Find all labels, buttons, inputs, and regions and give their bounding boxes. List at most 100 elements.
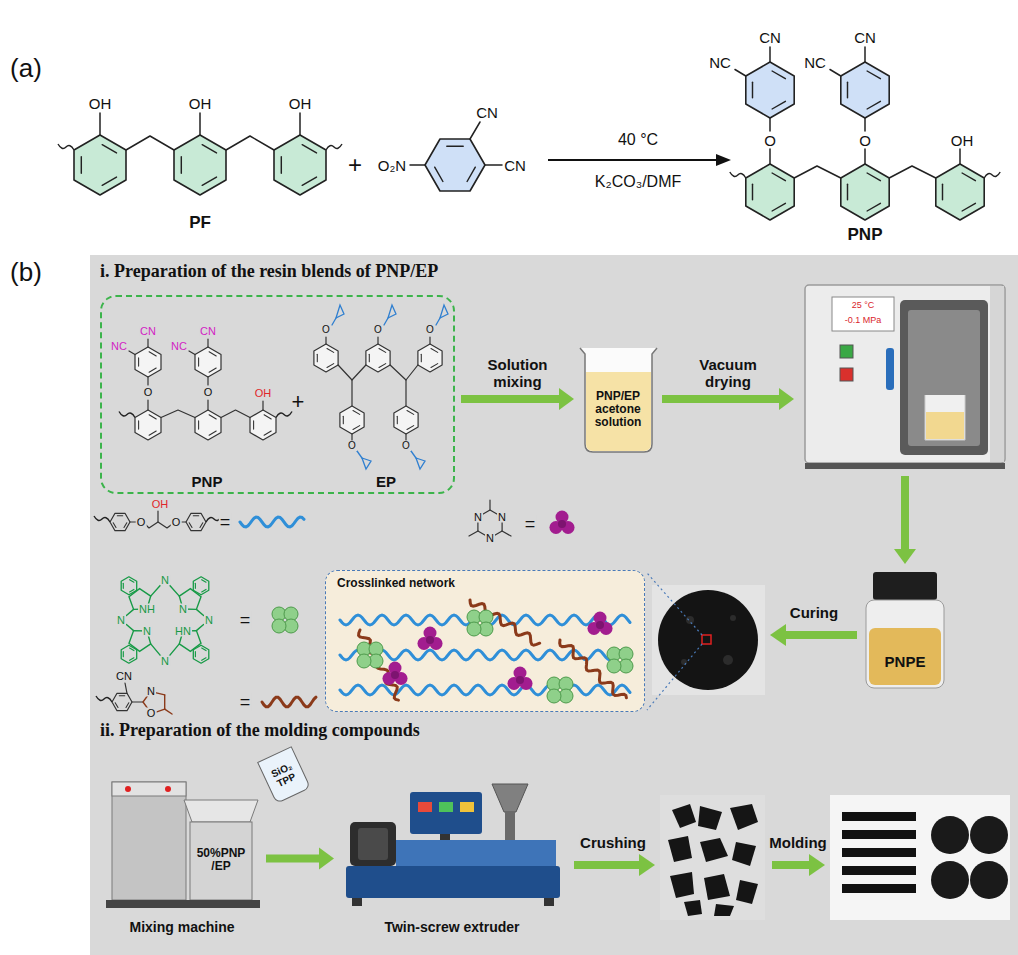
crushed-pellets-photo xyxy=(730,804,758,830)
atom-label: NC xyxy=(708,55,732,70)
crushed-pellets-photo xyxy=(704,874,730,900)
benzene-ring xyxy=(195,410,221,440)
chem-bond xyxy=(390,365,418,380)
chem-bond xyxy=(327,364,334,368)
molded-samples-photo xyxy=(931,816,969,854)
atom-label: O xyxy=(763,133,777,148)
crushed-pellets-photo xyxy=(698,806,722,830)
cured-sample-photo xyxy=(681,659,687,665)
extruder-drawing xyxy=(346,784,560,906)
mixing-machine: 50%PNP /EPMixing machine xyxy=(105,760,260,945)
cured-sample-photo xyxy=(730,615,736,621)
beaker: PNP/EP acetone solution xyxy=(580,345,656,453)
benzene-ring xyxy=(174,135,226,195)
chem-bond xyxy=(772,173,785,181)
chem-bond xyxy=(130,589,134,592)
triazine-symbol xyxy=(417,627,442,651)
phthalocyanine-symbol xyxy=(547,689,561,703)
triazine-symbol xyxy=(382,662,407,686)
chem-bond xyxy=(155,693,164,695)
chem-bond xyxy=(325,337,326,344)
cured-sample-photo xyxy=(647,573,702,635)
cured-sample-photo xyxy=(658,590,758,690)
chem-bond xyxy=(447,146,463,147)
chem-bond xyxy=(351,380,352,406)
atom-label: O xyxy=(401,441,411,451)
epoxide-ring xyxy=(388,305,396,318)
section-heading: ii. Preparation of the molding compounds xyxy=(100,721,420,741)
chem-bond xyxy=(129,351,135,355)
node-label: + xyxy=(292,390,305,414)
chem-bond xyxy=(209,368,216,372)
chem-bond xyxy=(202,648,206,651)
cured-sample-photo xyxy=(647,573,765,710)
atom-label: O xyxy=(171,517,182,528)
cured-sample-photo xyxy=(652,585,765,695)
chem-bond xyxy=(195,583,196,588)
chem-bond xyxy=(435,167,443,181)
extruder-drawing xyxy=(396,840,556,866)
chem-bond xyxy=(102,145,116,153)
atom-label: N xyxy=(160,656,170,667)
node-label: PNP/EP acetone solution xyxy=(584,390,652,430)
benzene-ring xyxy=(112,693,132,710)
chem-bond xyxy=(157,511,158,522)
benzene-ring xyxy=(193,577,209,595)
molded-samples-photo xyxy=(830,795,1010,920)
symbol-sign: = xyxy=(524,515,537,533)
cured-sample-photo xyxy=(702,635,711,644)
triazine-symbol xyxy=(391,671,399,679)
chem-bond xyxy=(379,364,386,368)
molded-samples-photo xyxy=(842,848,916,857)
chem-bond xyxy=(151,644,161,656)
chem-bond xyxy=(772,101,785,109)
triazine-symbol xyxy=(426,636,434,644)
crushed-pellets-photo xyxy=(736,880,758,904)
molded-samples-photo xyxy=(842,812,916,821)
chem-bond xyxy=(469,531,478,536)
phthalocyanine-symbol xyxy=(467,610,493,636)
oven-drawing xyxy=(900,300,988,455)
benzene-ring xyxy=(394,406,418,434)
mixing-machine-drawing xyxy=(106,782,260,908)
chem-bond xyxy=(384,318,388,325)
chem-bond xyxy=(161,410,195,418)
chem-bond xyxy=(126,625,133,631)
process-arrow xyxy=(894,476,916,564)
chem-bond xyxy=(170,585,180,596)
chem-bond xyxy=(147,400,148,410)
cured-sample-photo xyxy=(723,655,733,665)
molded-samples-photo xyxy=(842,884,916,893)
chem-bond xyxy=(199,113,201,135)
process-arrow xyxy=(662,388,794,410)
crushed-pellets-photo xyxy=(732,842,756,866)
chem-bond xyxy=(193,515,198,516)
chain-wave xyxy=(470,600,540,645)
benzene-ring xyxy=(936,164,984,220)
crushed-pellets-photo xyxy=(670,872,694,898)
chem-bond xyxy=(138,421,139,429)
extruder-drawing xyxy=(544,898,554,906)
oven-drawing xyxy=(926,412,964,439)
node-label: 25 °C xyxy=(852,301,875,311)
atom-label: CN xyxy=(139,326,157,337)
chem-bond xyxy=(431,349,438,353)
chem-bond xyxy=(959,149,961,164)
crushed-pellets-photo xyxy=(700,838,728,862)
chem-bond xyxy=(794,166,841,178)
chem-bond xyxy=(81,157,82,173)
atom-label: O xyxy=(321,325,331,335)
extruder-drawing xyxy=(346,866,560,898)
chem-bond xyxy=(353,411,360,415)
benzene-ring xyxy=(274,135,326,195)
benzene-ring xyxy=(841,164,889,220)
benzene-ring xyxy=(74,135,126,195)
chem-bond xyxy=(196,609,203,615)
chem-bond xyxy=(502,531,511,536)
extruder-drawing xyxy=(418,802,432,812)
chain-end xyxy=(96,696,112,702)
chem-bond xyxy=(317,354,318,362)
phthalocyanine-symbol xyxy=(272,619,286,633)
process-panel: i. Preparation of the resin blends of PN… xyxy=(90,255,1018,955)
step-arrows xyxy=(770,624,786,646)
